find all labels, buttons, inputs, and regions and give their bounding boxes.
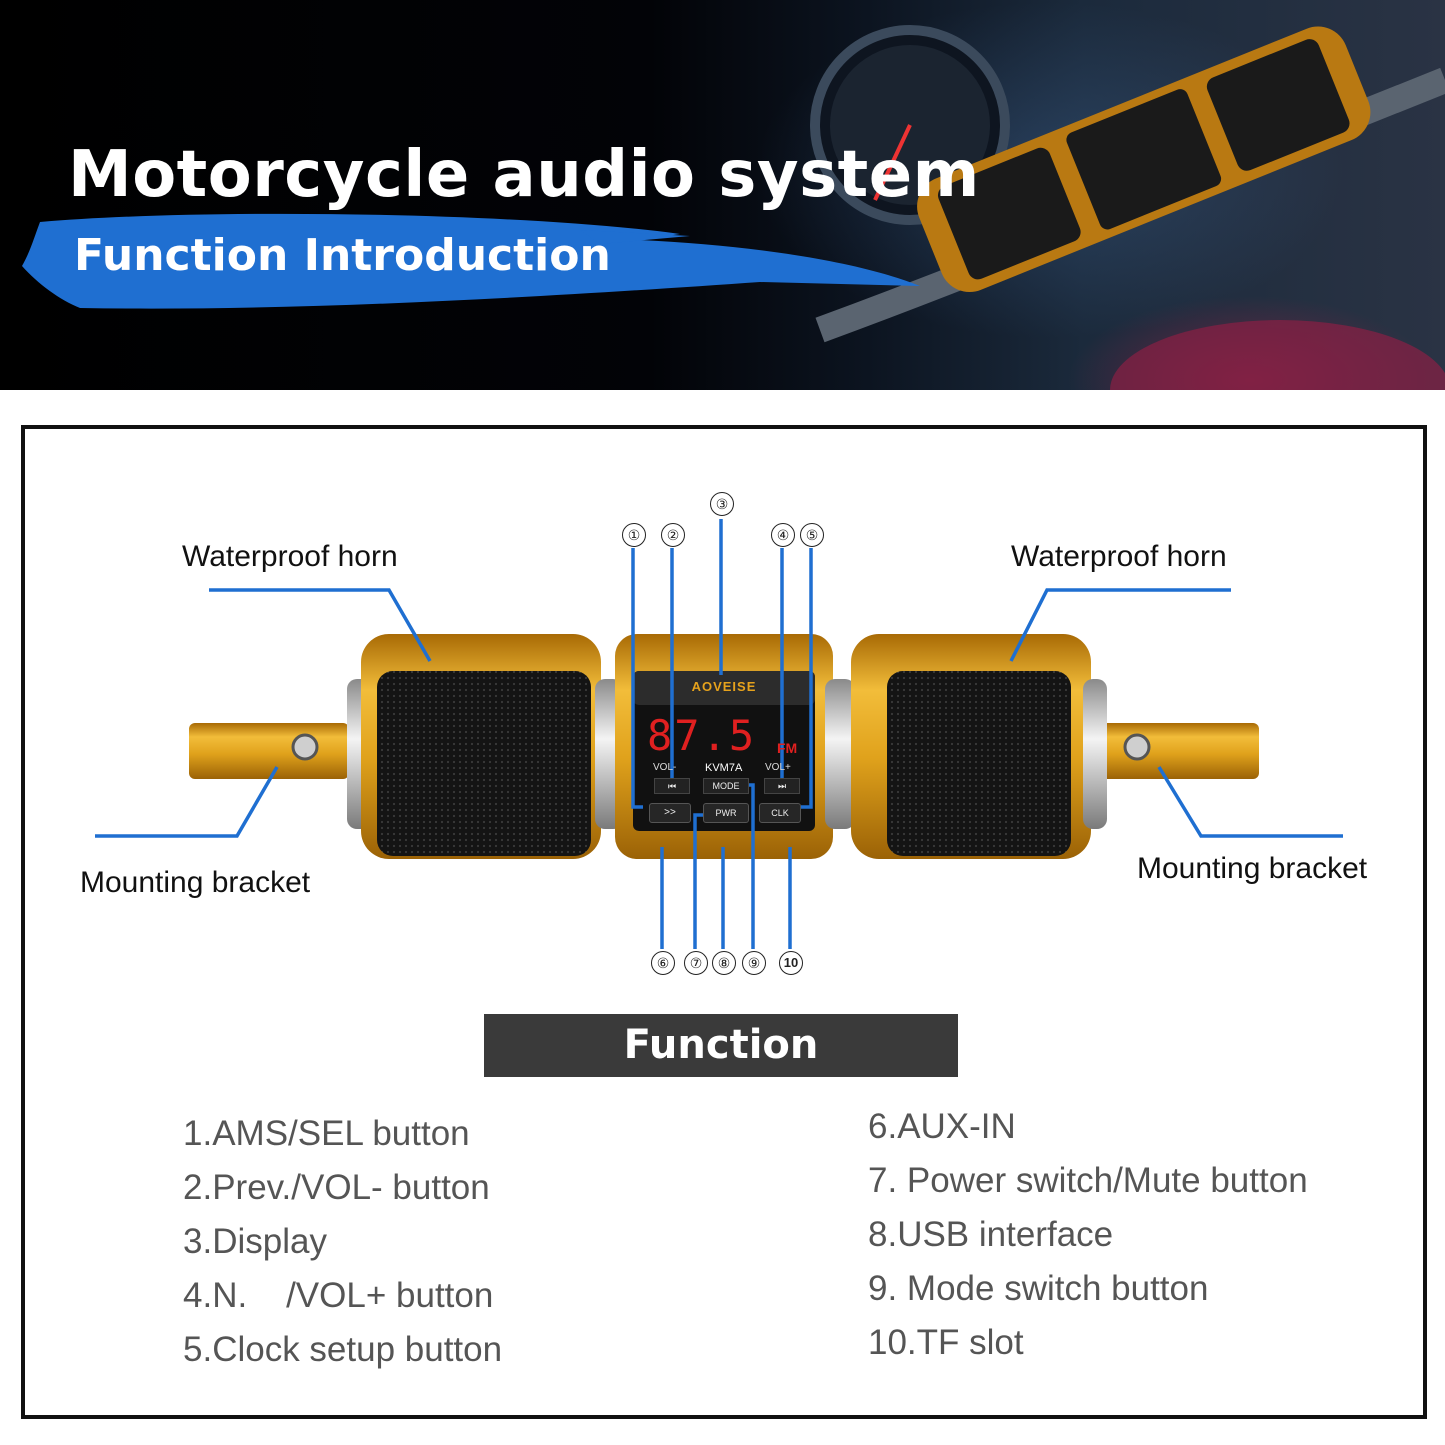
left-speaker-grille bbox=[377, 671, 591, 856]
hero-title: Motorcycle audio system bbox=[68, 138, 980, 212]
function-item-7: 7. Power switch/Mute button bbox=[868, 1161, 1308, 1200]
label-mounting-bracket-right: Mounting bracket bbox=[1137, 852, 1368, 885]
vol-minus-label: VOL- bbox=[653, 762, 677, 773]
clock-button[interactable]: CLK bbox=[759, 803, 801, 823]
mode-button[interactable]: MODE bbox=[703, 778, 749, 794]
callout-line-horn-right bbox=[1009, 588, 1231, 662]
right-bracket bbox=[1099, 723, 1259, 779]
callout-line-bracket-right bbox=[1157, 766, 1343, 838]
marker-5: ⑤ bbox=[800, 523, 824, 547]
hero-banner: Motorcycle audio system Function Introdu… bbox=[0, 0, 1445, 390]
label-mounting-bracket-left: Mounting bracket bbox=[80, 866, 311, 899]
function-item-1: 1.AMS/SEL button bbox=[183, 1114, 470, 1153]
motorcycle-speaker-photo bbox=[810, 25, 1445, 390]
left-bracket bbox=[189, 723, 349, 779]
marker-7: ⑦ bbox=[684, 951, 708, 975]
function-item-8: 8.USB interface bbox=[868, 1215, 1114, 1254]
brush-stroke bbox=[22, 213, 920, 309]
ams-sel-button[interactable]: >> bbox=[649, 803, 691, 823]
diagram-frame: AOVEISE 87.5 FM VOL- KVM7A VOL+ ⏮ MODE ⏭… bbox=[21, 425, 1427, 1419]
next-vol-plus-button[interactable]: ⏭ bbox=[764, 778, 800, 794]
hero-subtitle: Function Introduction bbox=[74, 230, 611, 281]
frequency-display: 87.5 bbox=[647, 711, 757, 760]
band-indicator: FM bbox=[777, 740, 798, 756]
prev-vol-minus-button[interactable]: ⏮ bbox=[654, 778, 690, 794]
prev-track-icon: ⏮ bbox=[667, 781, 677, 791]
function-item-4: 4.N. /VOL+ button bbox=[183, 1276, 494, 1315]
product-diagram bbox=[95, 519, 1343, 949]
marker-3: ③ bbox=[710, 492, 734, 516]
marker-9: ⑨ bbox=[742, 951, 766, 975]
brand-label: AOVEISE bbox=[691, 679, 757, 694]
marker-1: ① bbox=[622, 523, 646, 547]
function-item-2: 2.Prev./VOL- button bbox=[183, 1168, 490, 1207]
function-item-3: 3.Display bbox=[183, 1222, 327, 1261]
label-waterproof-horn-right: Waterproof horn bbox=[1011, 540, 1227, 573]
function-item-10: 10.TF slot bbox=[868, 1323, 1024, 1362]
function-item-6: 6.AUX-IN bbox=[868, 1107, 1016, 1146]
label-waterproof-horn-left: Waterproof horn bbox=[182, 540, 398, 573]
callout-line-horn-left bbox=[209, 588, 432, 662]
marker-10: 10 bbox=[779, 951, 803, 975]
vol-plus-label: VOL+ bbox=[765, 762, 791, 773]
right-speaker-grille bbox=[887, 671, 1071, 856]
function-item-5: 5.Clock setup button bbox=[183, 1330, 503, 1369]
marker-2: ② bbox=[661, 523, 685, 547]
function-item-9: 9. Mode switch button bbox=[868, 1269, 1209, 1308]
next-track-icon: ⏭ bbox=[777, 781, 787, 791]
marker-4: ④ bbox=[771, 523, 795, 547]
model-label: KVM7A bbox=[705, 762, 743, 774]
function-list-heading: Function Introduction bbox=[484, 1014, 958, 1131]
callout-line-bracket-left bbox=[95, 766, 279, 838]
power-button[interactable]: PWR bbox=[703, 803, 749, 823]
marker-6: ⑥ bbox=[651, 951, 675, 975]
marker-8: ⑧ bbox=[712, 951, 736, 975]
